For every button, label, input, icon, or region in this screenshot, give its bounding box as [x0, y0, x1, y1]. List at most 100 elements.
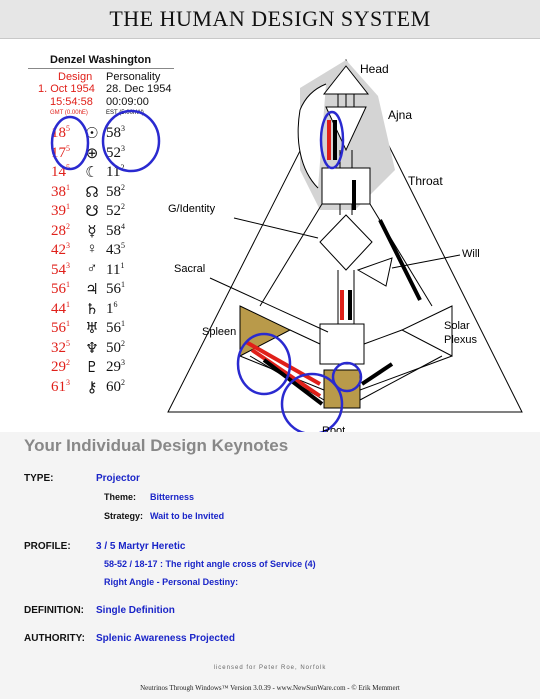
will-center — [356, 257, 393, 287]
planet-row: 381 ☊ 582 — [22, 183, 172, 202]
design-activation: 613 — [51, 377, 70, 395]
theme-label: Theme: — [104, 492, 137, 502]
pluto-icon: ♇ — [85, 360, 99, 376]
planet-row: 325 ♆ 502 — [22, 339, 172, 358]
moon-icon: ☾ — [85, 165, 99, 181]
personality-activation: 602 — [106, 377, 125, 395]
profile-value: 3 / 5 Martyr Heretic — [96, 541, 186, 552]
design-activation: 325 — [51, 338, 70, 356]
neptune-icon: ♆ — [85, 340, 99, 357]
uranus-icon: ♅ — [85, 321, 99, 337]
type-label: TYPE: — [24, 473, 54, 484]
planet-row: 561♃561 — [22, 280, 172, 299]
planet-row: 175⊕523 — [22, 144, 172, 163]
mercury-icon: ☿ — [87, 223, 97, 240]
personality-activation: 584 — [106, 221, 125, 239]
definition-label: DEFINITION: — [24, 605, 84, 616]
personality-activation: 582 — [106, 182, 125, 200]
defined-channels — [245, 120, 422, 406]
keynotes-title: Your Individual Design Keynotes — [24, 436, 289, 455]
design-label: Design — [58, 71, 93, 83]
personality-time: 00:09:00 — [106, 96, 149, 108]
credits-text: Neutrinos Through Windows™ Version 3.0.3… — [140, 684, 400, 692]
personality-activation: 561 — [106, 319, 125, 336]
jupiter-icon: ♃ — [85, 282, 99, 298]
planet-row: 423 ♀ 435 — [22, 241, 172, 260]
personality-activation: 583 — [106, 124, 125, 141]
planet-row: 292 ♇ 293 — [22, 358, 172, 377]
personality-date: 28. Dec 1954 — [106, 83, 172, 95]
planet-row: 185☉583 — [22, 124, 172, 143]
angle-value: Right Angle - Personal Destiny: — [104, 577, 239, 587]
personality-highlight-ellipse — [101, 109, 161, 173]
personality-activation: 111 — [106, 260, 125, 278]
personality-activation: 522 — [106, 202, 125, 219]
personality-label: Personality — [106, 71, 161, 83]
incarnation-cross: 58-52 / 18-17 : The right angle cross of… — [104, 559, 316, 569]
person-name: Denzel Washington — [50, 54, 152, 66]
planet-row: 391☋522 — [22, 202, 172, 221]
theme-value: Bitterness — [150, 492, 195, 502]
divider — [28, 68, 174, 69]
table-highlights — [50, 109, 161, 173]
north-node-icon: ☊ — [85, 184, 99, 201]
design-date: 1. Oct 1954 — [38, 83, 95, 95]
sacral-center — [319, 323, 365, 365]
personality-activation: 16 — [106, 299, 118, 317]
design-timezone: GMT (0.00hE) — [50, 110, 88, 116]
design-activation: 391 — [51, 202, 70, 219]
design-activation: 441 — [51, 299, 70, 317]
earth-icon: ⊕ — [85, 145, 99, 162]
strategy-value: Wait to be Invited — [150, 511, 225, 521]
design-activation: 561 — [51, 280, 70, 297]
planet-row: 613 ⚷ 602 — [22, 378, 172, 397]
profile-label: PROFILE: — [24, 541, 71, 552]
throat-center — [321, 167, 371, 205]
personality-activation: 502 — [106, 338, 125, 356]
venus-icon: ♀ — [86, 241, 98, 257]
title-bar: THE HUMAN DESIGN SYSTEM — [0, 0, 540, 39]
will-label: Will — [462, 248, 480, 260]
design-time: 15:54:58 — [50, 96, 93, 108]
plexus-label: Plexus — [444, 334, 478, 346]
license-text: licensed for Peter Roe, Norfolk — [213, 665, 327, 671]
throat-label: Throat — [408, 174, 443, 188]
g-center — [319, 214, 373, 271]
design-activation: 282 — [51, 221, 70, 239]
design-activation: 381 — [51, 182, 70, 200]
personality-timezone: EST (5.00hW) — [106, 110, 144, 116]
type-value: Projector — [96, 473, 140, 484]
design-highlight-ellipse — [50, 115, 90, 171]
channels — [239, 94, 453, 401]
personality-activation: 523 — [106, 143, 125, 161]
personality-activation: 293 — [106, 358, 125, 375]
face-profile — [297, 83, 327, 189]
authority-value: Splenic Awareness Projected — [96, 633, 235, 644]
solar-plexus-center — [400, 305, 453, 357]
strategy-label: Strategy: — [104, 511, 144, 521]
authority-label: AUTHORITY: — [24, 633, 85, 644]
planet-row: 282 ☿ 584 — [22, 222, 172, 241]
definition-value: Single Definition — [96, 605, 175, 616]
sacral-label: Sacral — [174, 263, 206, 275]
label-pointers — [209, 217, 461, 333]
design-activation: 561 — [51, 319, 70, 336]
saturn-icon: ♄ — [85, 301, 99, 318]
mars-icon: ♂ — [86, 260, 98, 277]
design-activation: 423 — [51, 241, 70, 258]
ajna-label: Ajna — [388, 108, 413, 122]
keynotes-panel — [0, 432, 540, 699]
head-label: Head — [360, 62, 389, 76]
design-activation: 292 — [51, 358, 70, 375]
spleen-label: Spleen — [202, 326, 237, 338]
solar-label: Solar — [444, 320, 470, 332]
chiron-icon: ⚷ — [86, 379, 98, 396]
planet-row: 543 ♂ 111 — [22, 261, 172, 280]
planet-row: 561 ♅ 561 — [22, 319, 172, 338]
design-activation: 543 — [51, 260, 70, 278]
planet-row: 441 ♄ 16 — [22, 300, 172, 319]
personality-activation: 435 — [106, 241, 125, 258]
bodygraph-highlights — [236, 110, 363, 432]
page-title: THE HUMAN DESIGN SYSTEM — [109, 6, 431, 31]
bodygraph — [167, 58, 523, 432]
